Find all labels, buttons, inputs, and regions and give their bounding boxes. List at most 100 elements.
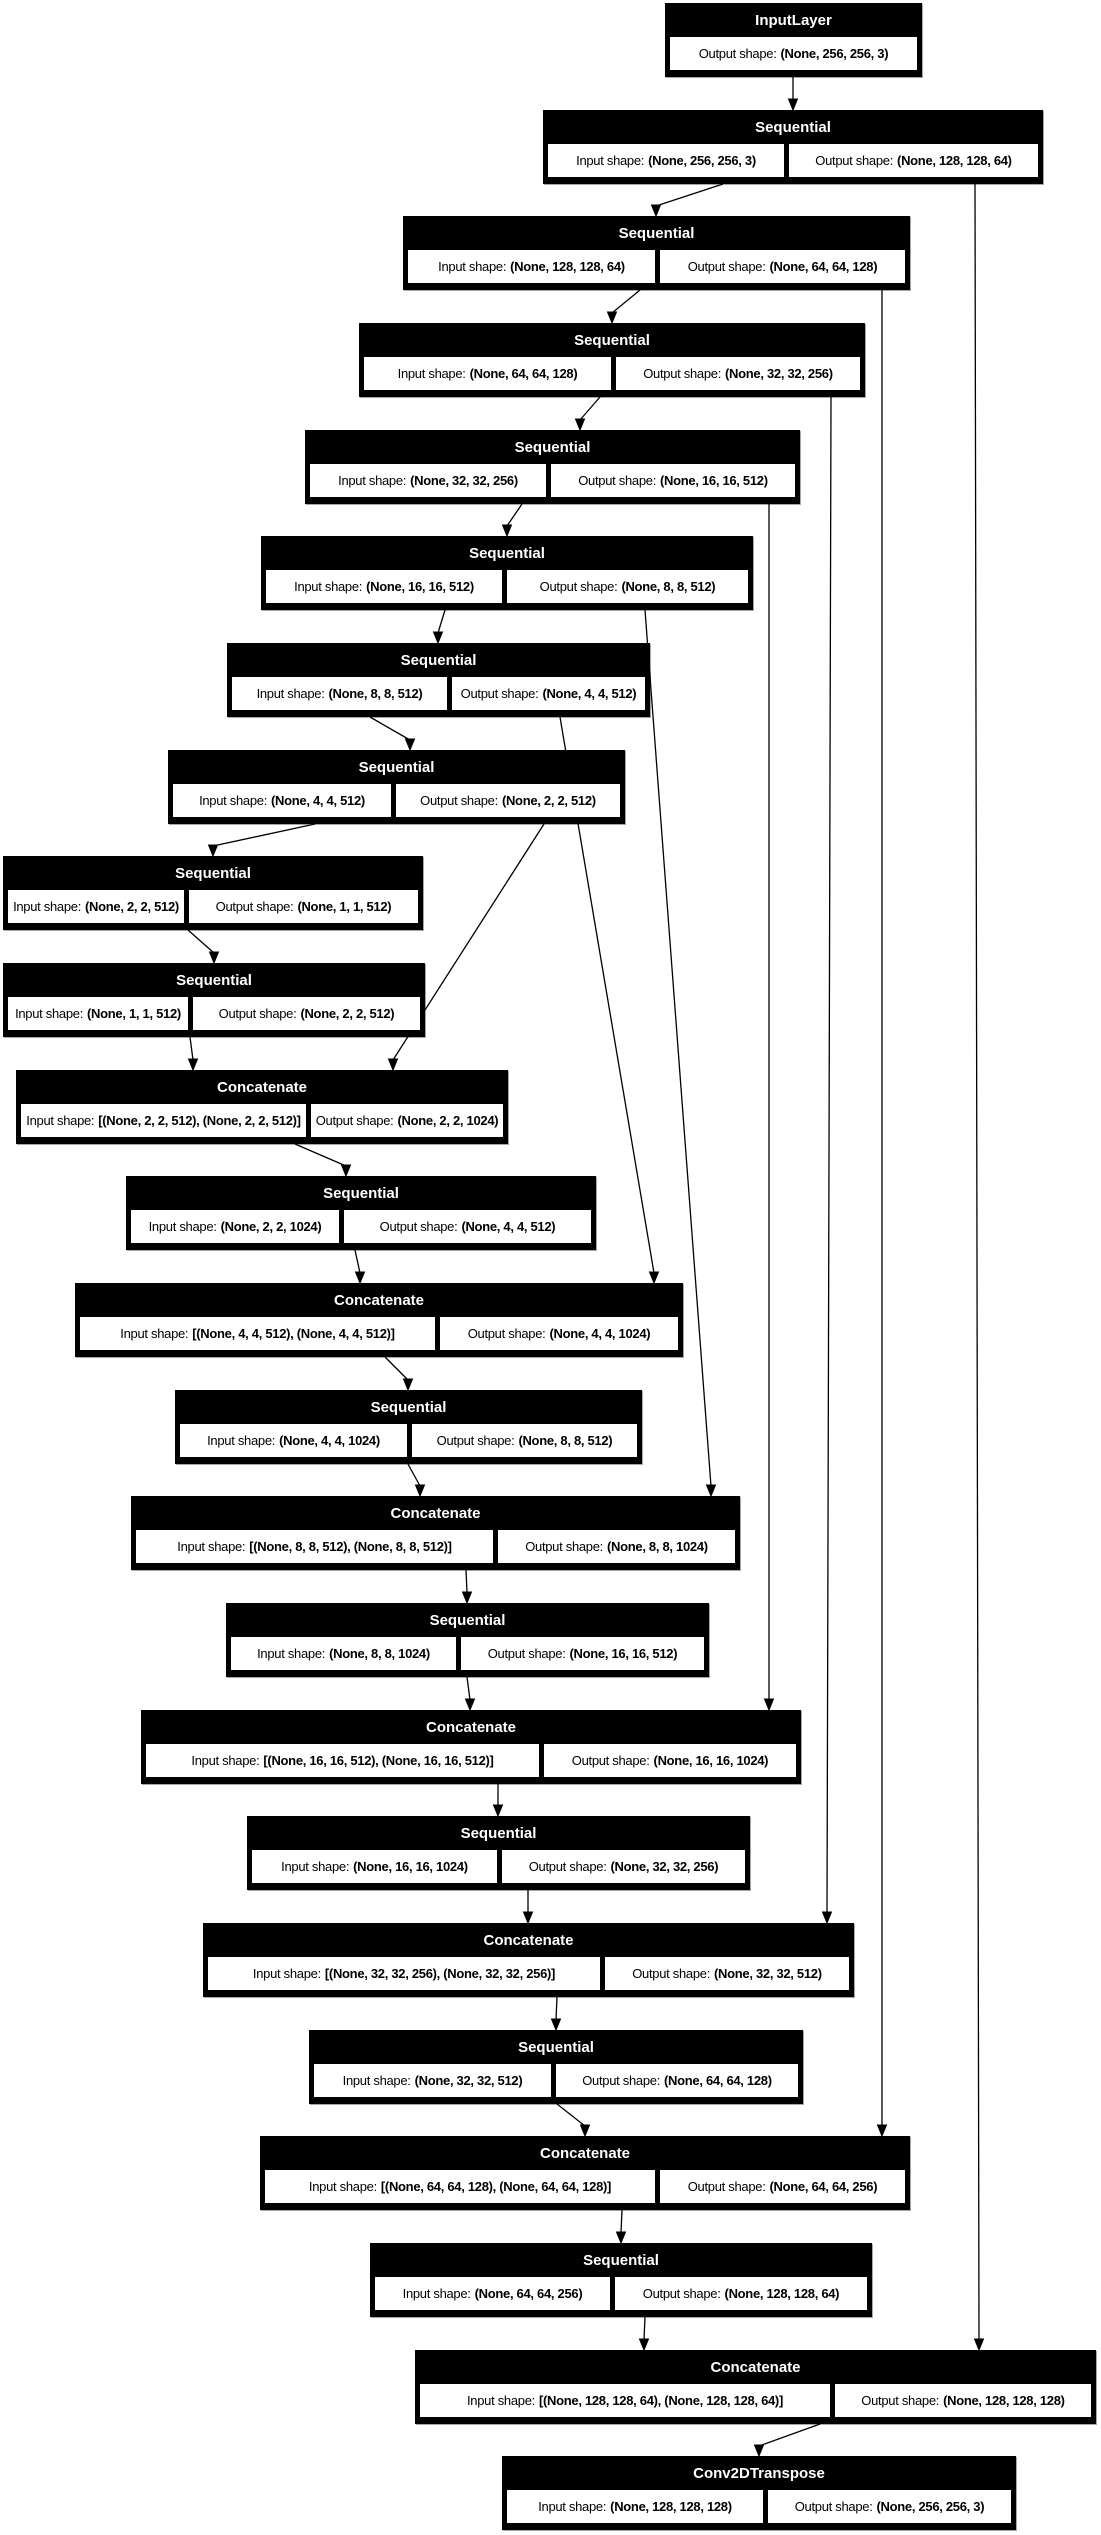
shape-cells: Input shape:(None, 128, 128, 64)Output s…: [404, 249, 909, 287]
shape-value: (None, 4, 4, 512): [542, 686, 637, 701]
shape-value: (None, 8, 8, 1024): [606, 1539, 708, 1554]
layer-title: Concatenate: [539, 2144, 631, 2162]
shape-value: (None, 16, 16, 1024): [353, 1859, 468, 1874]
shape-cells: Input shape:[(None, 32, 32, 256), (None,…: [204, 1956, 853, 1994]
shape-cells: Input shape:(None, 16, 16, 512)Output sh…: [262, 569, 752, 607]
shape-value: (None, 256, 256, 3): [876, 2499, 985, 2514]
layer-title: Concatenate: [710, 2358, 801, 2376]
shape-label: Output shape:: [687, 2179, 766, 2194]
input-shape-cell: Input shape:(None, 128, 128, 128): [506, 2489, 764, 2524]
output-shape-cell: Output shape:(None, 128, 128, 64): [788, 143, 1039, 178]
arrowhead-icon: [208, 951, 220, 965]
output-shape-cell: Output shape:(None, 16, 16, 512): [460, 1636, 705, 1671]
shape-cells: Input shape:[(None, 2, 2, 512), (None, 2…: [17, 1103, 507, 1141]
shape-value: (None, 8, 8, 512): [328, 686, 423, 701]
layer-title: Sequential: [755, 118, 831, 136]
shape-cells: Input shape:(None, 256, 256, 3)Output sh…: [544, 143, 1042, 181]
shape-label: Input shape:: [342, 2073, 411, 2088]
shape-value: (None, 16, 16, 512): [660, 473, 768, 488]
output-shape-cell: Output shape:(None, 256, 256, 3): [669, 36, 918, 71]
input-shape-cell: Input shape:(None, 32, 32, 512): [313, 2063, 552, 2098]
layer-title: Concatenate: [425, 1718, 517, 1736]
edge-line: [556, 2103, 586, 2127]
shape-value: (None, 128, 128, 128): [943, 2393, 1065, 2408]
skip-connection-edge: [974, 183, 980, 2341]
arrowhead-icon: [606, 311, 618, 325]
output-shape-cell: Output shape:(None, 8, 8, 1024): [497, 1529, 736, 1564]
arrowhead-icon: [876, 2124, 888, 2138]
arrowhead-icon: [402, 1378, 414, 1392]
shape-label: Input shape:: [252, 1966, 321, 1981]
shape-value: (None, 64, 64, 128): [769, 259, 878, 274]
layer-title: Sequential: [358, 758, 435, 776]
shape-cells: Input shape:(None, 4, 4, 512)Output shap…: [169, 783, 624, 821]
output-shape-cell: Output shape:(None, 64, 64, 128): [555, 2063, 799, 2098]
arrowhead-icon: [432, 631, 444, 645]
shape-value: (None, 128, 128, 64): [724, 2286, 840, 2301]
edge-line: [384, 1356, 409, 1381]
input-shape-cell: Input shape:(None, 8, 8, 1024): [230, 1636, 457, 1671]
skip-connection-edge: [826, 396, 832, 1914]
layer-title: Concatenate: [390, 1504, 481, 1522]
arrowhead-icon: [501, 524, 513, 538]
shape-cells: Input shape:[(None, 128, 128, 64), (None…: [416, 2383, 1095, 2421]
shape-label: Input shape:: [148, 1219, 217, 1234]
input-shape-cell: Input shape:[(None, 16, 16, 512), (None,…: [145, 1743, 540, 1778]
output-shape-cell: Output shape:(None, 4, 4, 512): [343, 1209, 592, 1244]
shape-value: [(None, 8, 8, 512), (None, 8, 8, 512)]: [249, 1539, 452, 1554]
layer-title: Sequential: [469, 544, 545, 562]
input-shape-cell: Input shape:(None, 4, 4, 512): [172, 783, 392, 818]
shape-label: Input shape:: [402, 2286, 471, 2301]
edge-line: [643, 2316, 646, 2341]
shape-label: Input shape:: [26, 1113, 95, 1128]
shape-label: Output shape:: [379, 1219, 458, 1234]
shape-value: (None, 2, 2, 512): [85, 899, 179, 914]
edge-line: [465, 1569, 468, 1594]
output-shape-cell: Output shape:(None, 2, 2, 512): [395, 783, 621, 818]
edge-line: [555, 1996, 558, 2021]
arrowhead-icon: [650, 204, 662, 218]
arrowhead-icon: [705, 1484, 717, 1498]
edge-line: [189, 1036, 194, 1061]
arrowhead-icon: [414, 1484, 426, 1498]
arrowhead-icon: [787, 98, 799, 112]
shape-value: (None, 256, 256, 3): [648, 153, 756, 168]
layer-title: Concatenate: [483, 1931, 574, 1949]
shape-value: (None, 8, 8, 512): [621, 579, 716, 594]
shape-value: (None, 8, 8, 1024): [329, 1646, 430, 1661]
arrowhead-icon: [550, 2018, 562, 2032]
input-shape-cell: Input shape:[(None, 8, 8, 512), (None, 8…: [135, 1529, 494, 1564]
shape-value: [(None, 16, 16, 512), (None, 16, 16, 512…: [263, 1753, 494, 1768]
shape-label: Input shape:: [199, 793, 268, 808]
shape-cells: Input shape:(None, 64, 64, 256)Output sh…: [371, 2276, 871, 2314]
shape-cells: Input shape:(None, 16, 16, 1024)Output s…: [248, 1849, 749, 1887]
output-shape-cell: Output shape:(None, 16, 16, 1024): [543, 1743, 797, 1778]
shape-value: [(None, 4, 4, 512), (None, 4, 4, 512)]: [192, 1326, 395, 1341]
output-shape-cell: Output shape:(None, 128, 128, 128): [834, 2383, 1092, 2418]
shape-label: Output shape:: [315, 1113, 394, 1128]
output-shape-cell: Output shape:(None, 1, 1, 512): [188, 889, 419, 924]
shape-label: Output shape:: [487, 1646, 566, 1661]
shape-label: Output shape:: [582, 2073, 661, 2088]
shape-label: Input shape:: [257, 1646, 326, 1661]
input-shape-cell: Input shape:(None, 2, 2, 512): [7, 889, 185, 924]
shape-cells: Input shape:(None, 4, 4, 1024)Output sha…: [176, 1423, 641, 1461]
edge-line: [369, 716, 411, 741]
output-shape-cell: Output shape:(None, 8, 8, 512): [411, 1423, 638, 1458]
edge-line: [354, 1249, 361, 1274]
output-shape-cell: Output shape:(None, 64, 64, 256): [659, 2169, 906, 2204]
shape-cells: Input shape:(None, 64, 64, 128)Output sh…: [360, 356, 864, 394]
shape-value: (None, 4, 4, 1024): [549, 1326, 651, 1341]
arrowhead-icon: [615, 2231, 627, 2245]
output-shape-cell: Output shape:(None, 16, 16, 512): [550, 463, 796, 498]
shape-value: (None, 8, 8, 512): [518, 1433, 613, 1448]
